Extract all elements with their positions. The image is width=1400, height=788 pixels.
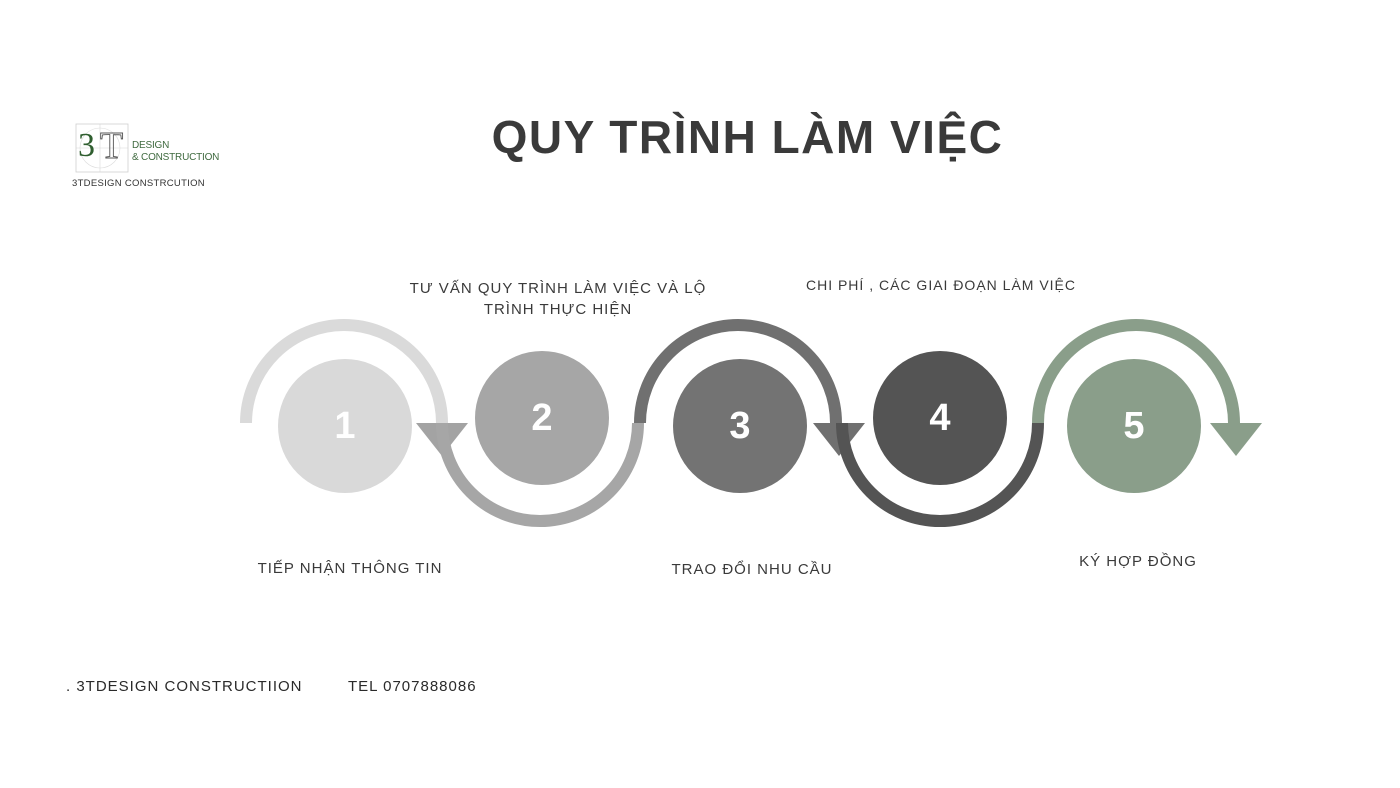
step-2-number: 2 (531, 397, 552, 439)
step-1-circle (278, 359, 412, 493)
step-1-label: TIẾP NHẬN THÔNG TIN (257, 560, 443, 577)
step-1-arc (240, 319, 448, 424)
step-2-circle (475, 351, 609, 485)
step-2-label: TƯ VẤN QUY TRÌNH LÀM VIỆC VÀ LỘ TRÌNH TH… (409, 280, 707, 318)
step-1-number: 1 (334, 405, 355, 447)
step-3-number: 3 (729, 405, 750, 447)
step-3-arc (634, 319, 842, 424)
footer-telephone: TEL 0707888086 (348, 678, 477, 695)
logo-mark-icon: 3 T (75, 123, 129, 173)
step-4-label: CHI PHÍ , CÁC GIAI ĐOẠN LÀM VIỆC (805, 277, 1077, 293)
step-3-label: TRAO ĐỔI NHU CẦU (671, 561, 833, 578)
step-4-circle (873, 351, 1007, 485)
step-5-arc (1032, 319, 1240, 424)
step-4-arc (836, 422, 1044, 527)
step-2-arc (436, 422, 644, 527)
page-title: QUY TRÌNH LÀM VIỆC (491, 111, 1004, 163)
logo-text-construction: & CONSTRUCTION (132, 152, 220, 163)
logo-text-design: DESIGN (132, 140, 170, 151)
logo-caption: 3TDESIGN CONSTRCUTION (72, 178, 205, 189)
step-5-label: KÝ HỢP ĐỒNG (1079, 553, 1197, 570)
step-4-number: 4 (929, 397, 950, 439)
step-5-number: 5 (1123, 405, 1144, 447)
step-5-arrow-icon (1210, 423, 1262, 456)
step-5-circle (1067, 359, 1201, 493)
logo-mark-t: T (100, 125, 123, 167)
company-logo: 3 T DESIGN & CONSTRUCTION 3TDESIGN CONST… (70, 118, 230, 196)
logo-mark-3: 3 (78, 127, 95, 164)
footer-company-name: . 3TDESIGN CONSTRUCTIION (66, 678, 303, 695)
step-3-circle (673, 359, 807, 493)
